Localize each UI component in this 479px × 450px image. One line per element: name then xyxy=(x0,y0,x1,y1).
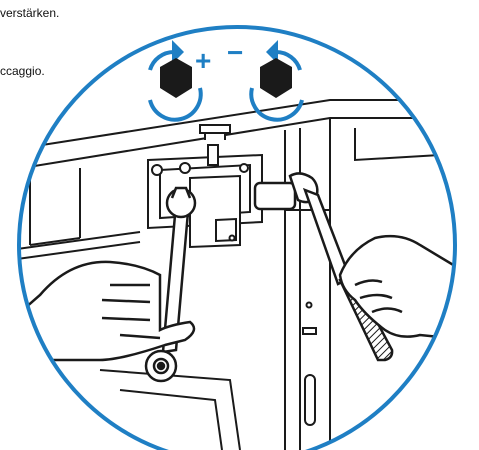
minus-symbol: − xyxy=(227,37,243,68)
plus-symbol: + xyxy=(195,45,211,76)
